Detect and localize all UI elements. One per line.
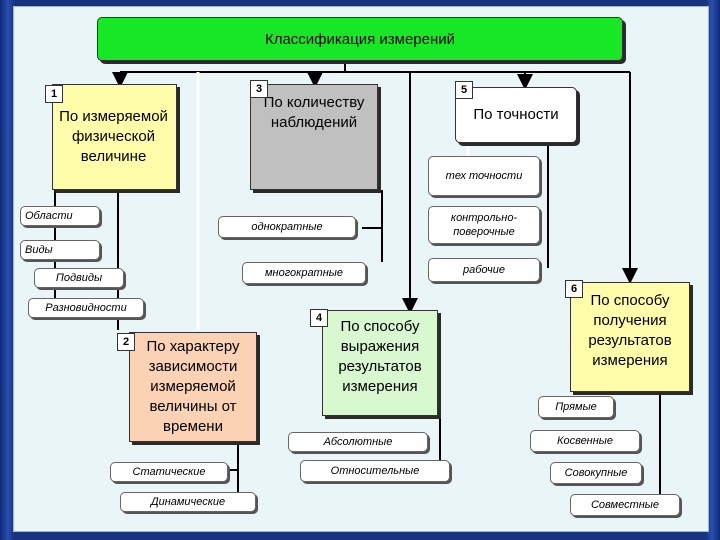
g1-item-vidy: Виды (20, 240, 100, 260)
group-1-box: По измеряемой физической величине (52, 84, 177, 190)
group-6-number: 6 (565, 280, 583, 298)
group-1-label: По измеряемой физической величине (59, 108, 168, 165)
g3-item-odnokratnye: однократные (218, 216, 356, 238)
g4-item-otnositelnye: Относительные (300, 460, 450, 482)
g1-item-raznovidnosti: Разновидности (28, 298, 144, 318)
group-4-box: По способу выражения результатов измерен… (322, 310, 438, 416)
group-3-label: По количеству наблюдений (263, 94, 365, 131)
g3-item-mnogokratnye: многократные (242, 262, 366, 284)
g6-item-sovokupnye: Совокупные (550, 462, 642, 484)
g1-item-oblasti: Области (20, 206, 100, 226)
group-3-box: По количеству наблюдений (250, 84, 378, 190)
g2-item-dinamicheskie: Динамические (120, 492, 256, 512)
g4-item-absolyutnye: Абсолютные (288, 432, 428, 452)
g6-item-sovmestnye: Совместные (570, 494, 680, 516)
group-4-number: 4 (310, 309, 328, 327)
group-4-label: По способу выражения результатов измерен… (338, 318, 422, 395)
group-2-label: По характеру зависимости измеряемой вели… (146, 338, 240, 435)
group-6-box: По способу получения результатов измерен… (570, 282, 690, 392)
group-6-label: По способу получения результатов измерен… (588, 292, 672, 369)
title-box: Классификация измерений (97, 17, 623, 61)
g2-item-staticheskie: Статические (110, 462, 228, 482)
g1-item-podvidy: Подвиды (34, 268, 124, 288)
g5-item-kontrolno-poverochnye: контрольно-поверочные (428, 206, 540, 244)
g6-item-kosvennye: Косвенные (530, 430, 640, 452)
group-5-label: По точности (473, 106, 559, 123)
diagram-title: Классификация измерений (264, 30, 456, 48)
group-3-number: 3 (250, 80, 268, 98)
group-1-number: 1 (45, 85, 63, 103)
g6-item-pryamye: Прямые (538, 396, 614, 418)
group-5-box: По точности (455, 87, 577, 143)
group-2-number: 2 (117, 333, 135, 351)
g5-item-teh-tochnosti: тех точности (428, 156, 540, 196)
g5-item-rabochie: рабочие (428, 258, 540, 282)
group-5-number: 5 (455, 81, 473, 99)
group-2-box: По характеру зависимости измеряемой вели… (129, 332, 257, 442)
